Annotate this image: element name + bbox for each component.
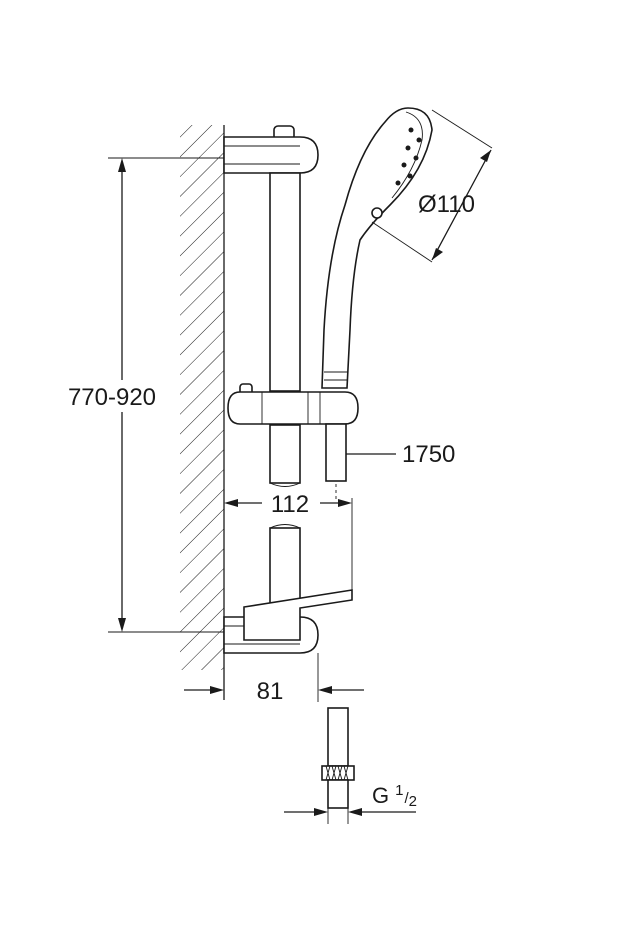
height-arrow-bottom — [118, 618, 126, 632]
dimension-projection: 112 — [224, 491, 353, 592]
hand-shower — [321, 107, 433, 389]
wall — [180, 125, 225, 700]
diameter-label: Ø110 — [418, 191, 475, 218]
spray-nozzles — [395, 127, 422, 186]
rail-lower — [269, 527, 301, 607]
projection-label: 112 — [271, 491, 309, 518]
thread-stub — [327, 779, 349, 809]
hose-connector — [321, 707, 355, 824]
shower-button — [371, 207, 383, 219]
height-label: 770-920 — [68, 384, 156, 411]
height-arrow-top — [118, 158, 126, 172]
top-wall-bracket — [223, 125, 319, 174]
holder-body — [227, 391, 359, 425]
shower-handle — [321, 107, 433, 389]
sliding-holder — [227, 383, 359, 425]
rail-middle — [269, 424, 301, 484]
knurl-pattern — [325, 765, 349, 781]
top-bracket-body — [223, 136, 319, 174]
rail-upper — [269, 172, 301, 392]
bottom-wall-bracket — [223, 589, 353, 654]
hose-segment — [325, 423, 347, 482]
shower-face-edge — [391, 111, 423, 199]
dimension-bracket-depth: 81 — [184, 653, 364, 705]
connector-pipe — [327, 707, 349, 767]
hose-length-label: 1750 — [402, 441, 455, 468]
rail-bar — [269, 172, 301, 607]
hose — [325, 423, 347, 500]
wall-hatching — [180, 125, 224, 670]
dimension-head-diameter: Ø110 — [371, 109, 493, 263]
dimension-hose-length: 1750 — [346, 441, 455, 468]
depth-label: 81 — [257, 678, 284, 705]
dimension-height: 770-920 — [68, 157, 224, 633]
